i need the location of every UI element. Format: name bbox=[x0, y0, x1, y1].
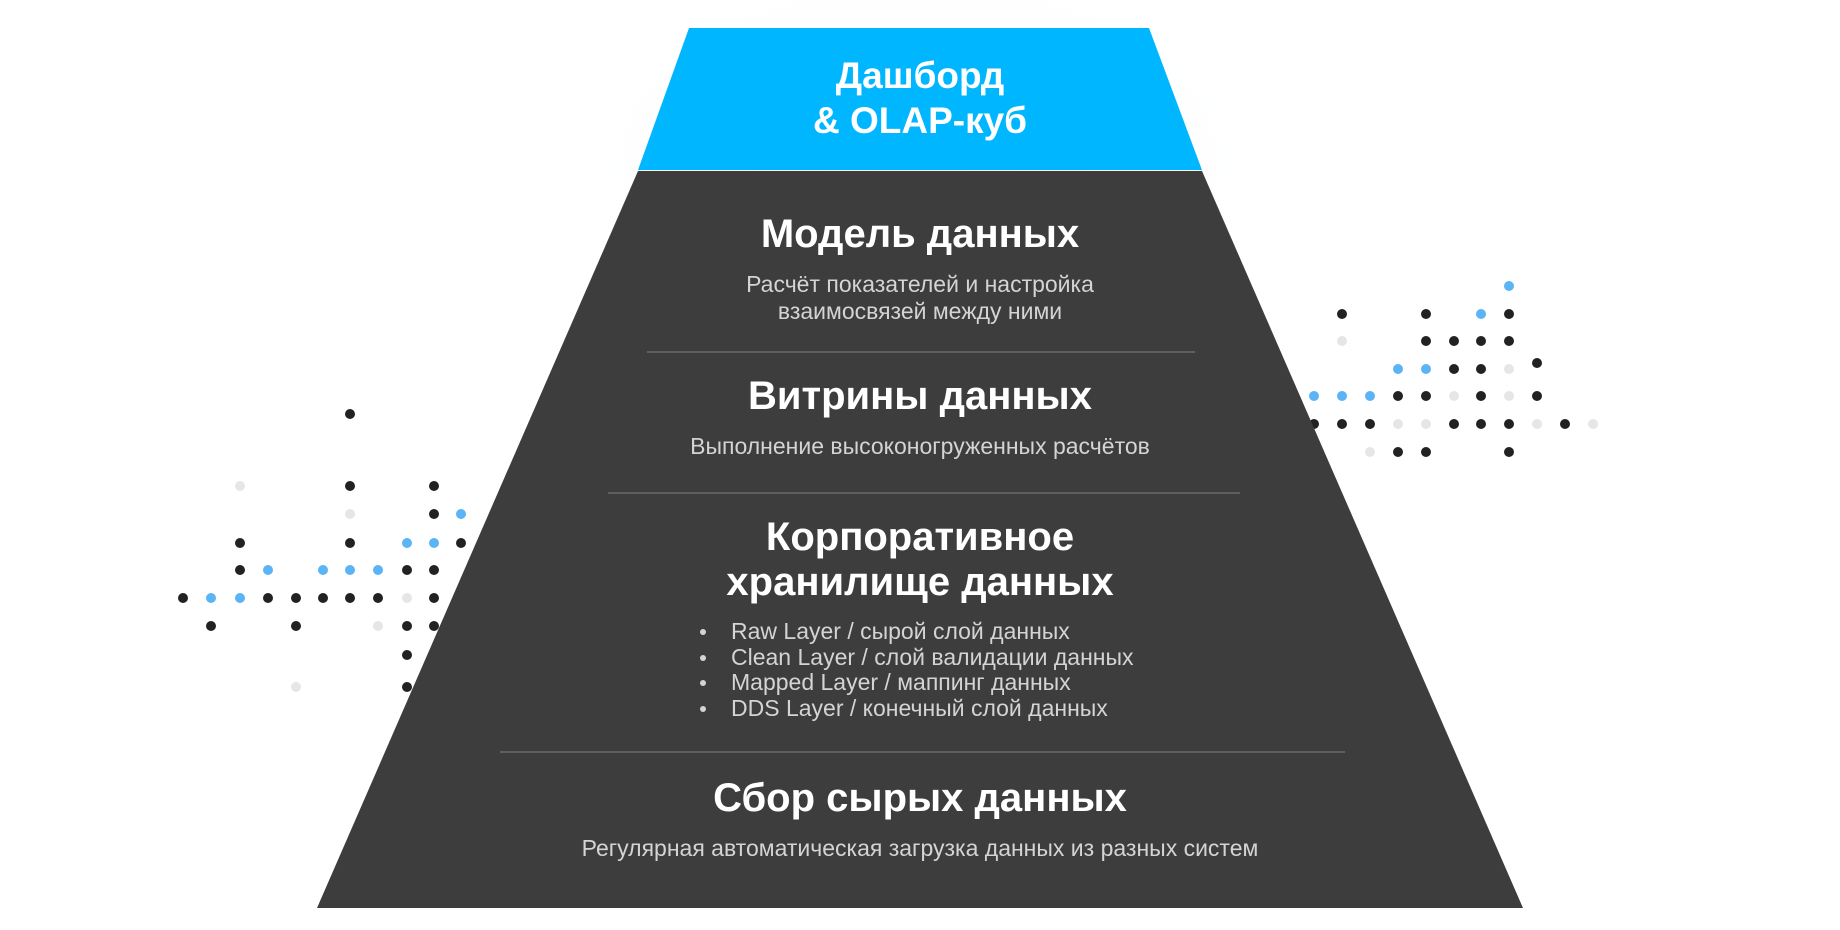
decorative-dot bbox=[1309, 391, 1319, 401]
decorative-dot bbox=[456, 538, 466, 548]
decorative-dot bbox=[1504, 336, 1514, 346]
decorative-dot bbox=[1393, 447, 1403, 457]
tier-warehouse-layer-list: Raw Layer / сырой слой данных Clean Laye… bbox=[700, 618, 1300, 722]
decorative-dot bbox=[345, 593, 355, 603]
decorative-dot bbox=[1421, 391, 1431, 401]
tier-raw-collection-title: Сбор сырых данных bbox=[713, 776, 1127, 820]
decorative-dot bbox=[345, 565, 355, 575]
tier-data-model-subtitle-line-2: взаимосвязей между ними bbox=[777, 298, 1063, 324]
decorative-dot bbox=[318, 593, 328, 603]
decorative-dot bbox=[429, 509, 439, 519]
decorative-dot bbox=[318, 565, 328, 575]
pyramid-apex bbox=[638, 28, 1202, 170]
decorative-dot bbox=[1476, 419, 1486, 429]
decorative-dot bbox=[1476, 391, 1486, 401]
apex-title-line-2: & OLAP-куб bbox=[812, 100, 1028, 141]
decorative-dot bbox=[1449, 419, 1459, 429]
decorative-dot bbox=[291, 682, 301, 692]
decorative-dot bbox=[291, 593, 301, 603]
tier-data-model-title: Модель данных bbox=[760, 212, 1080, 256]
decorative-dot bbox=[1504, 419, 1514, 429]
decorative-dot bbox=[1393, 391, 1403, 401]
decorative-dot bbox=[429, 593, 439, 603]
decorative-dot bbox=[456, 509, 466, 519]
decorative-dot bbox=[429, 621, 439, 631]
decorative-dot bbox=[1532, 358, 1542, 368]
decorative-dot bbox=[263, 565, 273, 575]
decorative-dot bbox=[235, 481, 245, 491]
decorative-dot bbox=[1421, 336, 1431, 346]
decorative-dot bbox=[1421, 309, 1431, 319]
layer-list-item: Mapped Layer / маппинг данных bbox=[700, 669, 1300, 696]
decorative-dot bbox=[1337, 336, 1347, 346]
tier-warehouse-title-line-2: хранилище данных bbox=[726, 560, 1114, 604]
tier-warehouse-title-line-1: Корпоративное bbox=[765, 515, 1075, 559]
decorative-dot bbox=[1393, 419, 1403, 429]
decorative-dot bbox=[345, 538, 355, 548]
decorative-dot bbox=[345, 409, 355, 419]
decorative-dot bbox=[1365, 419, 1375, 429]
decorative-dot bbox=[1504, 391, 1514, 401]
decorative-dot bbox=[1421, 447, 1431, 457]
decorative-dot bbox=[206, 593, 216, 603]
decorative-dot bbox=[1532, 419, 1542, 429]
decorative-dot bbox=[291, 621, 301, 631]
layer-list-item: DDS Layer / конечный слой данных bbox=[700, 695, 1300, 722]
decorative-dot bbox=[1476, 364, 1486, 374]
decorative-dot bbox=[402, 621, 412, 631]
tier-data-model-subtitle-line-1: Расчёт показателей и настройка bbox=[746, 271, 1094, 297]
decorative-dot bbox=[235, 538, 245, 548]
decorative-dot bbox=[429, 565, 439, 575]
decorative-dot bbox=[1588, 419, 1598, 429]
decorative-dot bbox=[1365, 391, 1375, 401]
decorative-dot bbox=[373, 593, 383, 603]
decorative-dot bbox=[1532, 391, 1542, 401]
decorative-dot bbox=[402, 650, 412, 660]
dot-pattern-right bbox=[1309, 281, 1598, 457]
decorative-dot bbox=[1337, 419, 1347, 429]
decorative-dot bbox=[1337, 309, 1347, 319]
decorative-dot bbox=[1504, 309, 1514, 319]
decorative-dot bbox=[402, 565, 412, 575]
decorative-dot bbox=[1504, 281, 1514, 291]
decorative-dot bbox=[1560, 419, 1570, 429]
decorative-dot bbox=[206, 621, 216, 631]
decorative-dot bbox=[1449, 336, 1459, 346]
decorative-dot bbox=[402, 682, 412, 692]
decorative-dot bbox=[402, 593, 412, 603]
decorative-dot bbox=[429, 481, 439, 491]
decorative-dot bbox=[402, 538, 412, 548]
decorative-dot bbox=[1504, 364, 1514, 374]
apex-title-line-1: Дашборд bbox=[835, 55, 1005, 96]
tier-data-marts-subtitle: Выполнение высоконогруженных расчётов bbox=[690, 433, 1150, 459]
decorative-dot bbox=[1449, 364, 1459, 374]
decorative-dot bbox=[373, 565, 383, 575]
layer-list-item: Raw Layer / сырой слой данных bbox=[700, 618, 1300, 645]
decorative-dot bbox=[235, 565, 245, 575]
pyramid-body bbox=[317, 171, 1523, 908]
decorative-dot bbox=[1504, 447, 1514, 457]
decorative-dot bbox=[1421, 419, 1431, 429]
decorative-dot bbox=[345, 509, 355, 519]
layer-list-item: Clean Layer / слой валидации данных bbox=[700, 644, 1300, 671]
decorative-dot bbox=[373, 621, 383, 631]
tier-raw-collection-subtitle: Регулярная автоматическая загрузка данны… bbox=[581, 835, 1259, 861]
decorative-dot bbox=[345, 481, 355, 491]
decorative-dot bbox=[1337, 391, 1347, 401]
decorative-dot bbox=[1476, 309, 1486, 319]
decorative-dot bbox=[1449, 391, 1459, 401]
decorative-dot bbox=[1421, 364, 1431, 374]
decorative-dot bbox=[235, 593, 245, 603]
decorative-dot bbox=[1365, 447, 1375, 457]
decorative-dot bbox=[1476, 336, 1486, 346]
decorative-dot bbox=[178, 593, 188, 603]
decorative-dot bbox=[1393, 364, 1403, 374]
decorative-dot bbox=[429, 538, 439, 548]
decorative-dot bbox=[263, 593, 273, 603]
tier-data-marts-title: Витрины данных bbox=[748, 374, 1092, 418]
